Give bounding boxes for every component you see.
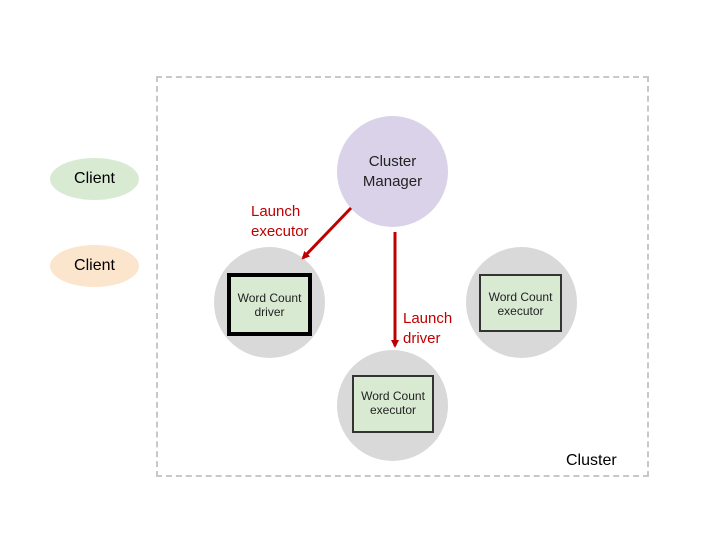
launch-driver-line2: driver: [403, 330, 441, 347]
word-count-driver-box: Word Count driver: [227, 273, 312, 336]
executor-bottom-line1: Word Count: [361, 389, 425, 403]
launch-executor-arrow: [301, 206, 353, 260]
client-node-2: Client: [50, 245, 139, 287]
driver-box-line1: Word Count: [237, 291, 302, 305]
word-count-executor-box-right: Word Count executor: [479, 274, 562, 332]
cluster-label: Cluster: [566, 452, 617, 469]
cluster-manager-node: Cluster Manager: [337, 116, 448, 227]
cluster-manager-label-line2: Manager: [362, 172, 423, 190]
cluster-boundary: [156, 76, 649, 477]
executor-right-line2: executor: [497, 304, 544, 318]
launch-executor-line2: executor: [251, 223, 309, 240]
launch-driver-label: Launch driver: [403, 309, 452, 349]
executor-right-line1: Word Count: [488, 290, 553, 304]
launch-driver-line1: Launch: [403, 310, 453, 327]
cluster-manager-label: Cluster Manager: [363, 152, 422, 192]
client-label: Client: [74, 170, 115, 187]
cluster-manager-label-line1: Cluster: [368, 152, 417, 170]
word-count-executor-box-bottom: Word Count executor: [352, 375, 434, 433]
launch-executor-line1: Launch: [251, 203, 301, 220]
client-label: Client: [74, 257, 115, 274]
executor-bottom-line2: executor: [369, 403, 417, 417]
client-node-1: Client: [50, 158, 139, 200]
launch-executor-label: Launch executor: [251, 202, 309, 242]
driver-box-line2: driver: [254, 305, 285, 319]
